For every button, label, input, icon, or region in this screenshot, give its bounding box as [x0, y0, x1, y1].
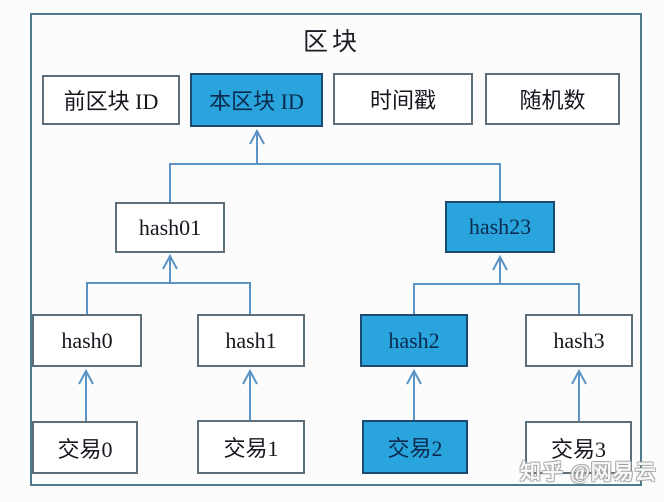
field-this-block-id: 本区块 ID	[190, 73, 323, 127]
node-hash1: hash1	[197, 314, 305, 367]
node-hash01: hash01	[115, 202, 225, 253]
node-transaction-1: 交易1	[197, 420, 305, 474]
node-label: 交易1	[223, 436, 279, 461]
field-label: 时间戳	[369, 88, 436, 113]
block-frame	[30, 13, 642, 486]
field-timestamp: 时间戳	[333, 73, 473, 125]
field-prev-block-id: 前区块 ID	[42, 75, 180, 125]
field-nonce: 随机数	[485, 73, 620, 125]
node-hash0: hash0	[32, 314, 142, 367]
node-label: hash3	[553, 327, 605, 353]
node-label: hash0	[61, 327, 113, 353]
node-label: 交易0	[57, 436, 113, 462]
watermark: 知乎 @网易云	[520, 460, 657, 484]
node-label: hash23	[468, 214, 532, 239]
field-label: 前区块 ID	[63, 89, 159, 114]
node-transaction-0: 交易0	[32, 421, 138, 474]
node-hash2: hash2	[360, 314, 468, 367]
node-hash23: hash23	[445, 201, 555, 253]
diagram-title: 区块	[302, 29, 361, 56]
node-label: hash1	[225, 327, 277, 353]
node-label: hash2	[388, 327, 440, 353]
field-label: 随机数	[519, 88, 586, 113]
node-label: 交易2	[387, 436, 443, 461]
node-transaction-3: 交易3	[525, 421, 632, 474]
node-transaction-2: 交易2	[362, 420, 468, 474]
node-label: 交易3	[550, 436, 606, 462]
field-label: 本区块 ID	[209, 89, 304, 114]
node-hash3: hash3	[525, 314, 633, 367]
node-label: hash01	[138, 214, 202, 240]
